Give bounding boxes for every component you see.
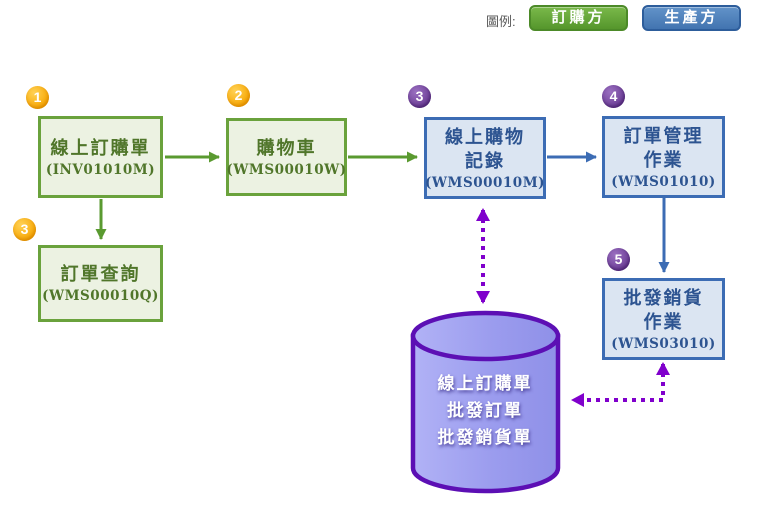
legend-label: 圖例: [486, 14, 516, 29]
node-online-order: 線上訂購單 (INV01010M) [38, 116, 163, 198]
database-cylinder [410, 310, 561, 494]
node-title: 訂單查詢 [60, 264, 141, 285]
node-order-query: 訂單查詢 (WMS00010Q) [38, 245, 163, 322]
node-title: 購物車 [256, 137, 317, 159]
node-cart: 購物車 (WMS00010W) [226, 118, 347, 196]
step-badge-2: 2 [227, 84, 250, 107]
node-order-management: 訂單管理 作業 (WMS01010) [602, 116, 725, 198]
node-title: 線上購物 記錄 [445, 126, 525, 172]
legend-item-orderer: 訂購方 [529, 5, 628, 31]
node-code: (WMS00010W) [226, 161, 347, 178]
step-badge-3-orderer: 3 [13, 218, 36, 241]
arrow-wholesale-db-twoway [571, 362, 670, 407]
node-title: 線上訂購單 [50, 137, 151, 159]
node-code: (WMS00010M) [424, 174, 546, 191]
node-code: (WMS00010Q) [42, 288, 159, 304]
node-code: (WMS03010) [611, 335, 716, 352]
step-badge-3-producer: 3 [408, 85, 431, 108]
step-badge-4: 4 [602, 85, 625, 108]
node-wholesale-sales: 批發銷貨 作業 (WMS03010) [602, 278, 725, 360]
database-contents: 線上訂購單 批發訂單 批發銷貨單 [437, 374, 533, 448]
node-title: 訂單管理 作業 [623, 125, 704, 171]
node-code: (INV01010M) [45, 161, 156, 178]
node-code: (WMS01010) [611, 173, 716, 190]
step-badge-5: 5 [607, 248, 630, 271]
node-title: 批發銷貨 作業 [623, 287, 704, 333]
node-online-shopping-record: 線上購物 記錄 (WMS00010M) [424, 117, 546, 199]
legend-item-producer: 生產方 [642, 5, 741, 31]
step-badge-1: 1 [26, 86, 49, 109]
